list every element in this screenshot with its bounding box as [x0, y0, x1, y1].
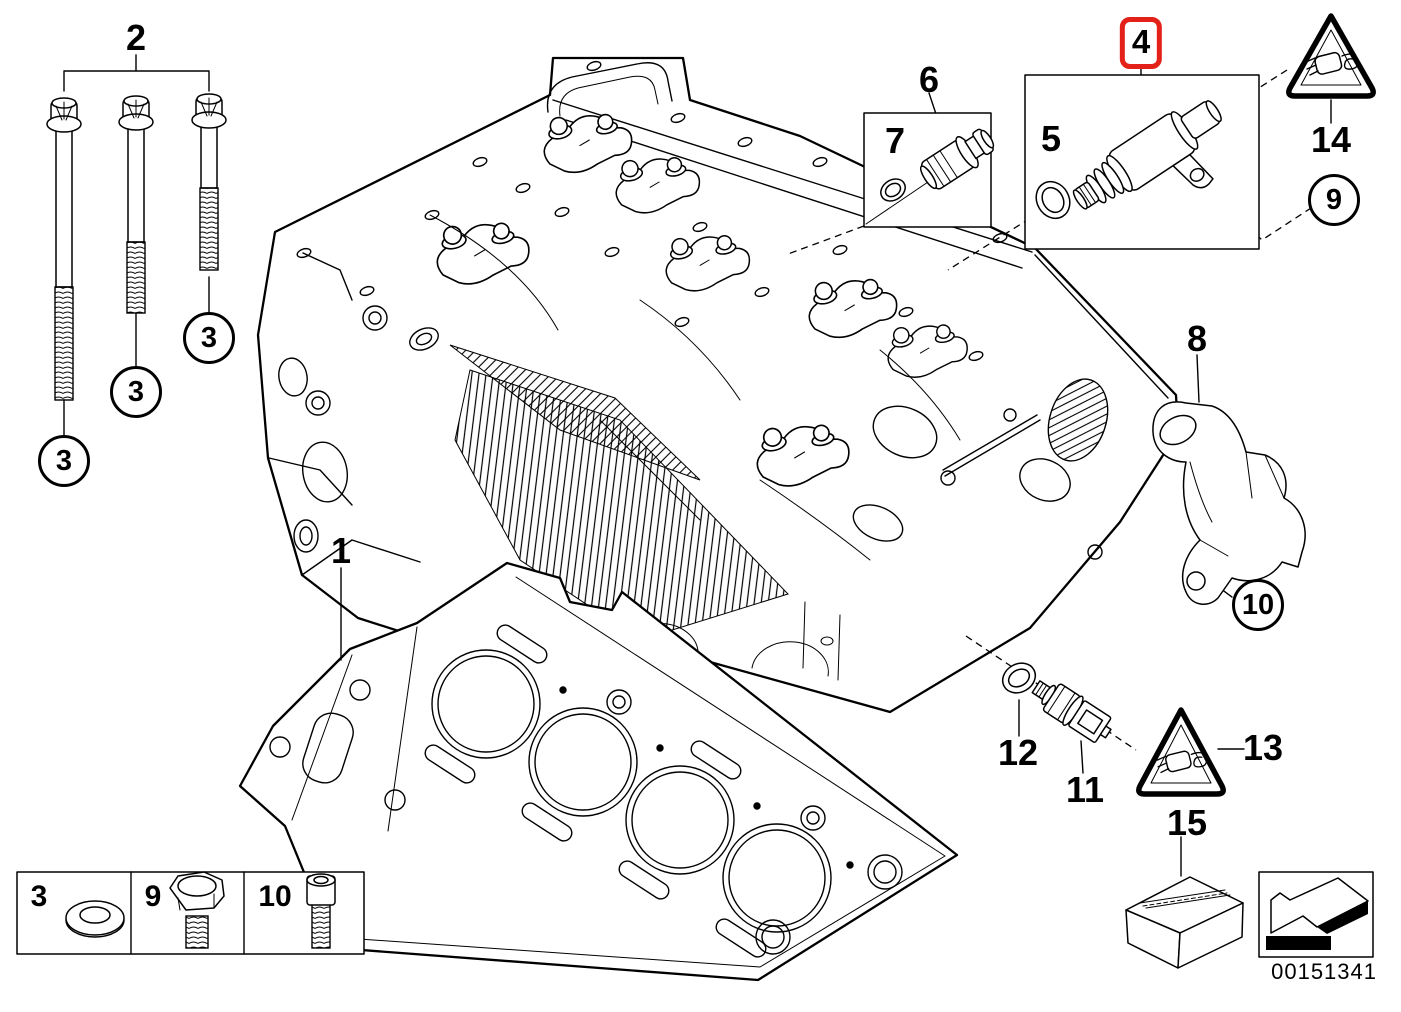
callout-leader-lines [63, 54, 1332, 877]
callout-11[interactable]: 11 [1065, 769, 1105, 810]
head-gasket-drawing [238, 561, 959, 982]
bracket-drawing [1152, 401, 1306, 605]
page-back-arrow-box[interactable] [1258, 871, 1374, 958]
head-bolt-drawing-medium [118, 95, 154, 314]
callout-4-highlighted[interactable]: 4 [1119, 17, 1163, 69]
head-bolt-drawing-long [46, 97, 82, 401]
callout-3-circled-short-bolt[interactable]: 3 [183, 312, 235, 364]
check-valve-drawing [919, 128, 995, 190]
parts-box-4 [1024, 74, 1260, 250]
callout-10-circled[interactable]: 10 [1232, 579, 1284, 631]
callout-13[interactable]: 13 [1242, 727, 1284, 768]
oil-pressure-switch-drawing [1031, 680, 1112, 743]
legend-label-washer: 3 [30, 880, 48, 913]
legend-box [16, 871, 365, 955]
vanos-solenoid-drawing [1072, 100, 1222, 210]
callout-2[interactable]: 2 [125, 17, 147, 58]
page-back-arrow-icon [1266, 877, 1369, 950]
legend-label-socket-bolt: 10 [258, 880, 292, 913]
callout-7[interactable]: 7 [884, 120, 906, 161]
socket-head-bolt-icon [306, 873, 336, 949]
hex-bolt-icon [169, 871, 225, 949]
sealing-ring-5-drawing [1035, 180, 1071, 220]
head-bolt-drawing-short [191, 93, 227, 271]
o-ring-7-drawing [880, 178, 906, 202]
warning-triangle-13 [1136, 707, 1226, 797]
warning-triangle-14 [1286, 13, 1376, 99]
legend-label-hex-bolt: 9 [144, 880, 162, 913]
callout-3-circled-medium-bolt[interactable]: 3 [110, 366, 162, 418]
callout-14[interactable]: 14 [1310, 119, 1352, 160]
image-number: 00151341 [1271, 959, 1377, 984]
callout-8[interactable]: 8 [1186, 318, 1208, 359]
callout-15[interactable]: 15 [1166, 802, 1208, 843]
o-ring-12-drawing [1001, 662, 1037, 694]
parts-box-6 [863, 112, 995, 228]
callout-9-circled[interactable]: 9 [1308, 174, 1360, 226]
gasket-set-box-drawing [1125, 876, 1244, 969]
washer-icon [65, 900, 125, 938]
callout-1[interactable]: 1 [330, 530, 352, 571]
callout-6[interactable]: 6 [918, 59, 940, 100]
callout-5[interactable]: 5 [1040, 118, 1062, 159]
callout-12[interactable]: 12 [997, 732, 1039, 773]
callout-3-circled-long-bolt[interactable]: 3 [38, 435, 90, 487]
